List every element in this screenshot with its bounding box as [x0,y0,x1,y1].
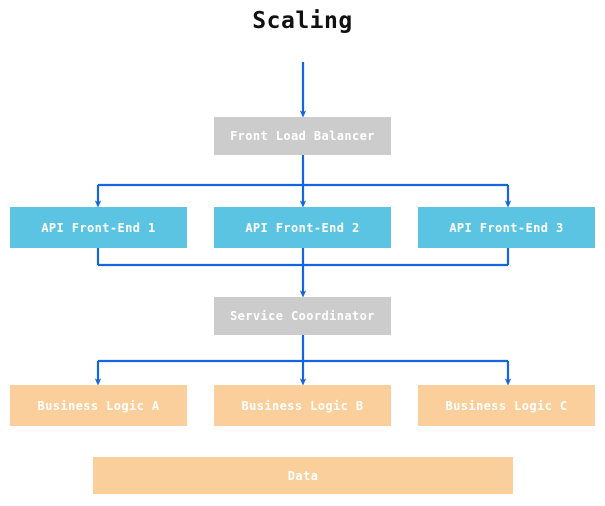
node-front-load-balancer[interactable]: Front Load Balancer [214,117,391,155]
node-api-front-end-1-label: API Front-End 1 [41,220,156,235]
node-business-logic-b-label: Business Logic B [241,398,364,413]
page-title: Scaling [252,8,353,34]
node-api-front-end-3-label: API Front-End 3 [449,220,564,235]
node-api-front-end-2-label: API Front-End 2 [245,220,360,235]
node-business-logic-a-label: Business Logic A [37,398,160,413]
node-front-load-balancer-label: Front Load Balancer [230,129,375,143]
node-business-logic-c[interactable]: Business Logic C [418,385,595,426]
node-service-coordinator[interactable]: Service Coordinator [214,297,391,335]
node-api-front-end-1[interactable]: API Front-End 1 [10,207,187,248]
node-api-front-end-3[interactable]: API Front-End 3 [418,207,595,248]
node-business-logic-a[interactable]: Business Logic A [10,385,187,426]
node-api-front-end-2[interactable]: API Front-End 2 [214,207,391,248]
node-service-coordinator-label: Service Coordinator [230,309,375,323]
node-data[interactable]: Data [93,457,513,494]
node-business-logic-b[interactable]: Business Logic B [214,385,391,426]
node-business-logic-c-label: Business Logic C [445,398,568,413]
node-data-label: Data [287,468,319,483]
